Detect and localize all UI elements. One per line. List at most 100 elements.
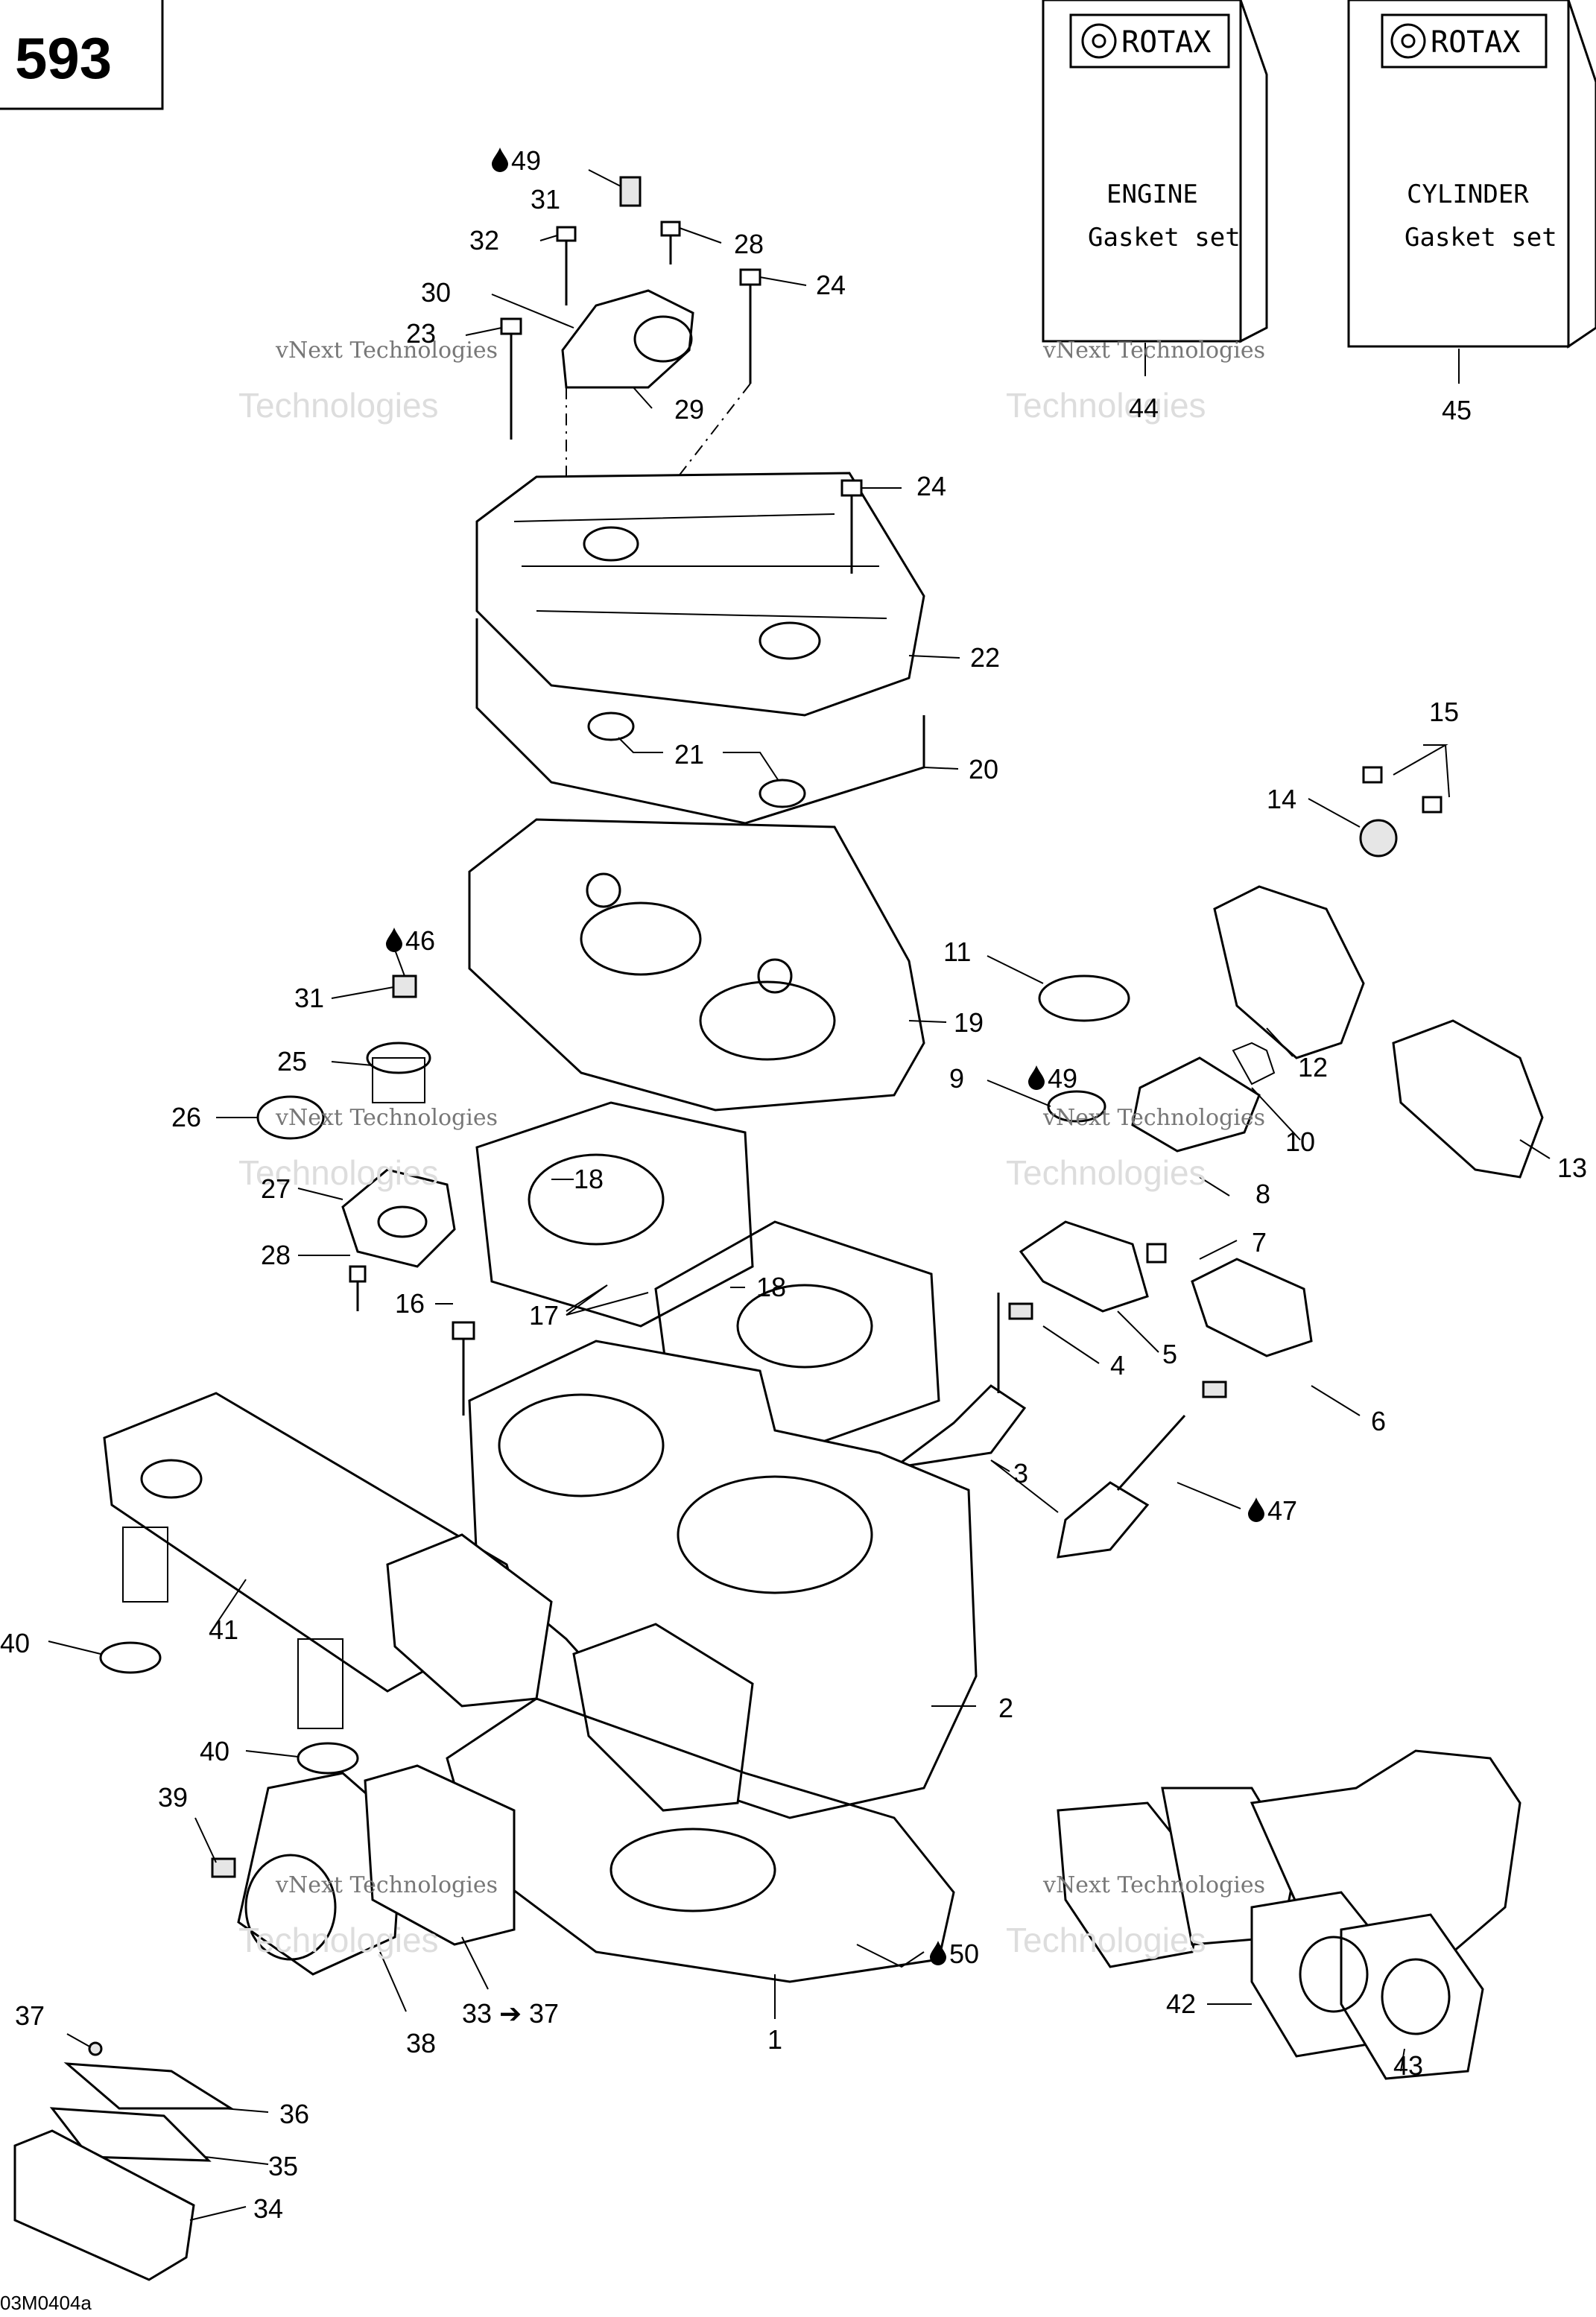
cylinder-head-part — [468, 818, 925, 1112]
oil-drop-icon — [1028, 1065, 1045, 1090]
callout-23: 23 — [406, 318, 436, 349]
cylinder-head-cover-part — [475, 472, 925, 717]
o-ring-part — [587, 711, 635, 741]
callout-4: 4 — [1110, 1350, 1125, 1381]
watermark: Technologies — [1006, 1153, 1206, 1192]
callout-46: 46 — [405, 925, 435, 956]
rave-valve-part — [893, 1384, 1027, 1469]
reed-valve-frame-part — [572, 1623, 754, 1812]
callout-29: 29 — [674, 394, 704, 425]
rotax-logo-icon — [1081, 23, 1117, 59]
callout-19: 19 — [954, 1007, 984, 1038]
figure-id: 03M0404a — [0, 2292, 92, 2313]
callout-25: 25 — [277, 1046, 307, 1077]
thermostat-part — [256, 974, 456, 1311]
kit-brand: ROTAX — [1121, 25, 1211, 60]
callout-21: 21 — [674, 739, 704, 770]
callout-41: 41 — [209, 1614, 238, 1645]
oil-drop-icon — [930, 1941, 946, 1965]
callout-31: 31 — [294, 983, 324, 1013]
callout-13: 13 — [1557, 1153, 1587, 1183]
callout-36: 36 — [279, 2099, 309, 2129]
base-gasket-part — [446, 1697, 955, 1983]
callout-17: 17 — [529, 1300, 559, 1331]
callout-39: 39 — [158, 1782, 188, 1813]
callout-12: 12 — [1298, 1052, 1328, 1083]
intake-rubber-part — [237, 1772, 404, 1976]
callout-37: 37 — [15, 2000, 45, 2031]
kit-engine-gasket-set: ROTAX ENGINE Gasket set — [1042, 0, 1268, 343]
watermark: Technologies — [238, 1921, 439, 1959]
callout-9: 9 — [949, 1063, 964, 1094]
kit-cylinder-gasket-set: ROTAX CYLINDER Gasket set — [1347, 0, 1596, 349]
watermark: vNext Technologies — [275, 337, 498, 364]
watermark: vNext Technologies — [1042, 337, 1265, 364]
callout-22: 22 — [970, 642, 1000, 673]
callout-14: 14 — [1267, 784, 1296, 814]
watermark: vNext Technologies — [275, 1872, 498, 1898]
head-cover-gasket-part — [475, 618, 925, 825]
oil-drop-icon — [386, 928, 402, 952]
callout-24: 24 — [816, 270, 846, 300]
reed-cage-part — [13, 2129, 195, 2281]
callout-11: 11 — [943, 936, 971, 967]
rotax-logo-icon — [1390, 23, 1426, 59]
callout-5: 5 — [1162, 1339, 1177, 1369]
head-gasket-part — [475, 1101, 754, 1328]
callout-37: 37 — [529, 1998, 559, 2029]
callout-18: 18 — [756, 1272, 786, 1302]
callout-27: 27 — [261, 1173, 291, 1204]
leader-lines — [48, 169, 1551, 2221]
callout-30: 30 — [421, 277, 451, 308]
oil-drop-icon — [1248, 1497, 1264, 1522]
callout-6: 6 — [1371, 1406, 1386, 1436]
o-ring-part — [759, 779, 806, 808]
kit-title: CYLINDER — [1407, 180, 1529, 209]
reed-stop-part — [63, 2062, 235, 2110]
callout-15: 15 — [1429, 697, 1459, 727]
callout-45: 45 — [1442, 395, 1472, 425]
callout-33: 33 — [462, 1998, 492, 2029]
callout-42: 42 — [1166, 1988, 1196, 2019]
cylinder-part — [468, 1340, 978, 1819]
callout-16: 16 — [395, 1288, 425, 1319]
kit-title: ENGINE — [1106, 180, 1198, 209]
o-ring-part — [1038, 974, 1130, 1022]
diagram-code-box: 593 — [0, 0, 164, 110]
callout-24: 24 — [916, 471, 946, 501]
range-arrow-icon: ➔ — [499, 1998, 522, 2029]
callout-8: 8 — [1255, 1179, 1270, 1209]
callout-1: 1 — [767, 2024, 782, 2055]
callout-31: 31 — [531, 184, 560, 215]
callout-49: 49 — [511, 145, 541, 176]
callout-49: 49 — [1048, 1063, 1077, 1094]
callout-28: 28 — [734, 229, 764, 259]
callout-20: 20 — [969, 754, 998, 785]
exhaust-elbow-group — [1057, 1749, 1521, 2080]
watermark: Technologies — [1006, 1921, 1206, 1959]
watermark-group: vNext Technologies Technologies vNext Te… — [238, 337, 1265, 1959]
callout-18: 18 — [574, 1164, 604, 1194]
callout-34: 34 — [253, 2193, 283, 2224]
exhaust-gasket-part — [1057, 1801, 1209, 1968]
thermostat-housing-part — [561, 289, 694, 389]
callout-10: 10 — [1285, 1126, 1315, 1157]
rave-valve-part — [1057, 1481, 1150, 1559]
watermark: vNext Technologies — [1042, 1872, 1265, 1898]
reed-block-part — [364, 1764, 516, 1946]
callout-32: 32 — [469, 225, 499, 256]
callout-38: 38 — [406, 2028, 436, 2058]
callout-3: 3 — [1013, 1458, 1028, 1489]
intake-group — [13, 1764, 516, 2281]
kit-subtitle: Gasket set — [1405, 223, 1557, 253]
watermark: vNext Technologies — [1042, 1105, 1265, 1131]
callout-35: 35 — [268, 2151, 298, 2181]
cap-part — [1359, 819, 1398, 858]
callout-43: 43 — [1393, 2050, 1423, 2081]
clamp-part — [99, 1641, 162, 1674]
watermark: Technologies — [238, 1153, 439, 1192]
watermark: Technologies — [1006, 386, 1206, 425]
